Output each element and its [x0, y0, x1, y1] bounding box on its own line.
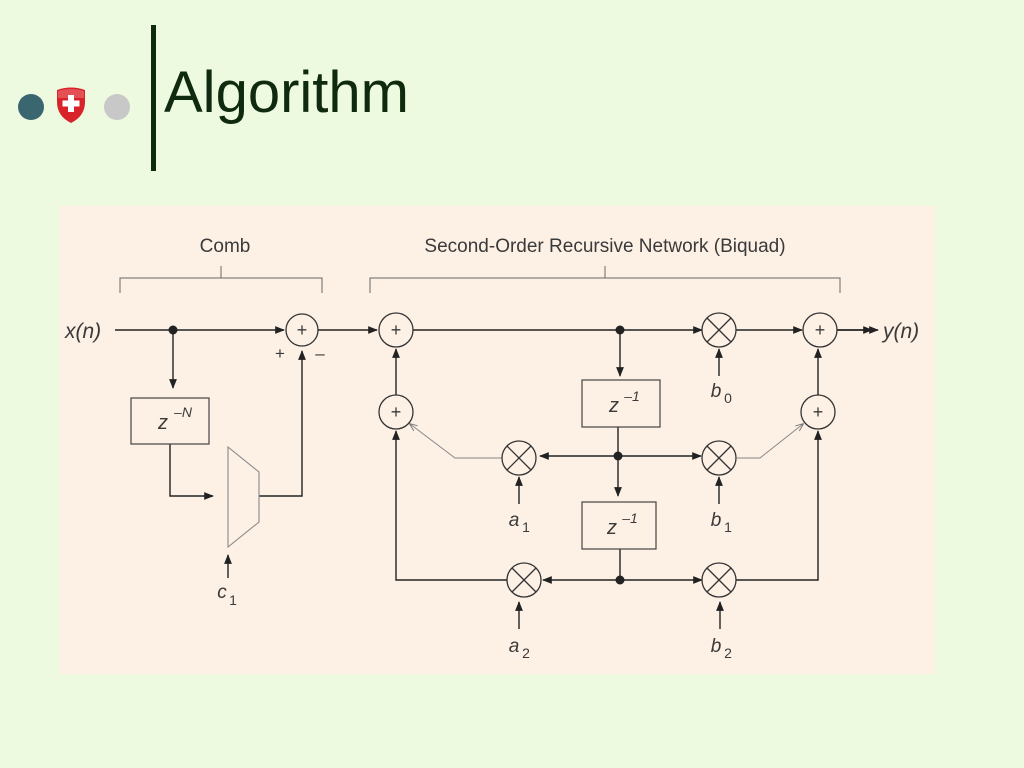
svg-text:+: + [297, 320, 308, 340]
output-label: y(n) [881, 320, 919, 343]
delay-2-exp: –1 [621, 510, 638, 526]
coeff-a1-label: a 1 [509, 510, 530, 535]
multiplier-b1 [701, 440, 737, 476]
coeff-b2-label: b 2 [711, 636, 732, 661]
svg-text:2: 2 [724, 645, 732, 661]
bullet-dark [18, 94, 44, 120]
swiss-shield-icon [57, 87, 85, 123]
coeff-c1-label: c 1 [217, 582, 237, 608]
input-label: x(n) [64, 320, 101, 343]
biquad-label: Second-Order Recursive Network (Biquad) [424, 236, 785, 257]
svg-text:1: 1 [522, 519, 530, 535]
svg-text:+: + [813, 402, 824, 422]
delay-block-comb: z –N [130, 397, 210, 445]
multiplier-b2 [701, 562, 737, 598]
signal-wires [115, 326, 879, 629]
sum-node-feedback: + [378, 394, 414, 430]
svg-text:0: 0 [724, 390, 732, 406]
sum-node-feedforward: + [800, 394, 836, 430]
thin-links [410, 424, 803, 459]
svg-text:+: + [815, 320, 826, 340]
coeff-b0-label: b 0 [711, 381, 732, 406]
svg-text:a: a [509, 636, 520, 657]
svg-text:b: b [711, 636, 722, 657]
delay-1-base: z [608, 395, 619, 417]
multiplier-b0 [701, 312, 737, 348]
comb-gain-amplifier [227, 445, 260, 549]
delay-block-1: z –1 [581, 379, 661, 428]
slide-title: Algorithm [164, 60, 409, 125]
block-diagram: Comb Second-Order Recursive Network (Biq… [60, 206, 935, 674]
diagram-svg: Comb Second-Order Recursive Network (Biq… [64, 236, 919, 661]
delay-block-2: z –1 [581, 501, 657, 550]
comb-label: Comb [200, 236, 251, 257]
biquad-bracket [369, 266, 841, 293]
svg-text:c: c [217, 582, 227, 603]
svg-text:2: 2 [522, 645, 530, 661]
svg-text:b: b [711, 510, 722, 531]
svg-text:a: a [509, 510, 520, 531]
delay-comb-exp: –N [173, 404, 193, 420]
svg-text:+: + [391, 402, 402, 422]
multiplier-a2 [506, 562, 542, 598]
multiplier-a1 [501, 440, 537, 476]
svg-text:+: + [391, 320, 402, 340]
comb-plus-sign: + [275, 344, 285, 363]
delay-comb-base: z [157, 412, 168, 434]
coeff-a2-label: a 2 [509, 636, 530, 661]
bullet-light [104, 94, 130, 120]
comb-minus-sign: – [315, 344, 325, 363]
title-divider [151, 25, 156, 171]
svg-text:b: b [711, 381, 722, 402]
comb-bracket [119, 266, 323, 293]
sum-node-output: + [802, 312, 838, 348]
svg-text:1: 1 [724, 519, 732, 535]
coeff-b1-label: b 1 [711, 510, 732, 535]
junction-dots [168, 325, 625, 585]
sum-node-biquad-in: + [378, 312, 414, 348]
delay-1-exp: –1 [623, 388, 640, 404]
sum-node-comb: + [285, 313, 319, 347]
svg-text:1: 1 [229, 592, 237, 608]
delay-2-base: z [606, 517, 617, 539]
